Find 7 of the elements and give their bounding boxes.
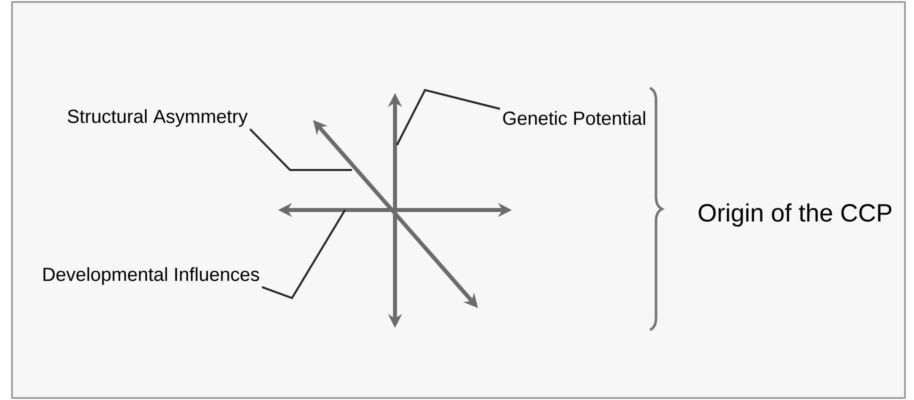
- leader-line: [396, 88, 500, 146]
- bracket-label: Origin of the CCP: [698, 203, 892, 227]
- leader-line: [262, 209, 346, 300]
- leader-line: [249, 128, 352, 171]
- text-label: Structural Asymmetry: [68, 109, 248, 127]
- text-label: Developmental Influences: [44, 267, 260, 285]
- text-label: Genetic Potential: [503, 111, 646, 125]
